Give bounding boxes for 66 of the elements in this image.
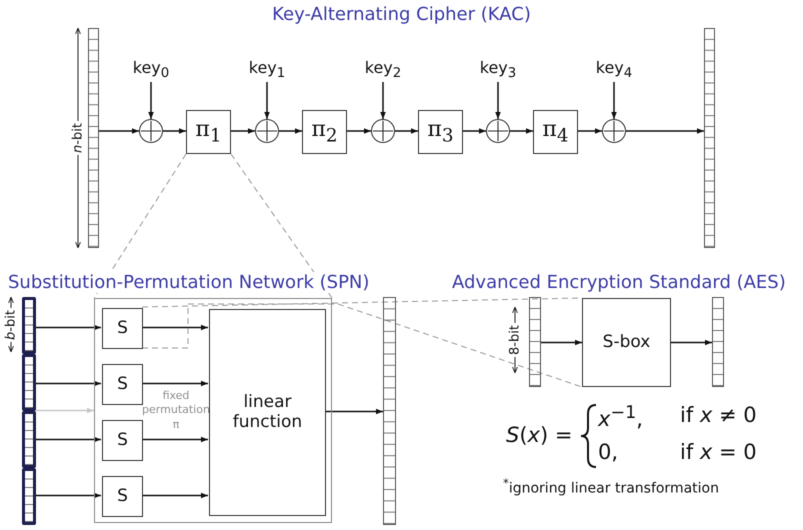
arrow — [325, 408, 383, 414]
permutation-box: π$_{2}$ — [302, 110, 347, 154]
xor-circle — [602, 119, 626, 143]
zoom-line — [94, 154, 186, 298]
arrow — [142, 324, 208, 330]
function-box: S-box — [582, 298, 671, 387]
register-bar — [529, 297, 541, 387]
arrow — [347, 128, 371, 134]
arrow — [148, 82, 154, 119]
arrow — [626, 128, 704, 134]
arrow — [463, 128, 486, 134]
arrow — [36, 492, 101, 498]
formula-text: x$^{−1}$, — [598, 403, 643, 431]
arrow — [36, 436, 101, 442]
arrow — [279, 128, 302, 134]
sbox: S — [102, 420, 143, 461]
key-label: key$_{3}$ — [478, 58, 518, 82]
key-label: key$_{4}$ — [594, 58, 634, 82]
section-title: Advanced Encryption Standard (AES) — [452, 272, 786, 293]
footnote: $^{*}$ignoring linear transformation — [503, 476, 719, 497]
arrow — [541, 340, 582, 346]
xor-circle — [486, 119, 510, 143]
arrow — [99, 128, 139, 134]
sbox: S — [102, 476, 143, 517]
permutation-box: π$_{4}$ — [533, 110, 578, 154]
formula-text: 0, — [598, 440, 618, 464]
xor-circle — [139, 119, 163, 143]
register-bar — [22, 297, 36, 525]
xor-circle — [371, 119, 395, 143]
function-box: linear function — [209, 309, 326, 516]
arrow — [264, 82, 270, 119]
arrow — [380, 82, 386, 119]
sbox: S — [102, 364, 143, 405]
arrow — [611, 82, 617, 119]
key-label: key$_{0}$ — [131, 58, 171, 82]
register-bar — [704, 28, 715, 248]
arrow — [36, 408, 94, 414]
formula-text: S(x) = — [506, 423, 572, 447]
arrow — [163, 128, 186, 134]
arrow — [142, 492, 208, 498]
arrow — [231, 128, 255, 134]
key-label: key$_{2}$ — [363, 58, 403, 82]
register-bar — [712, 297, 724, 387]
zoom-line — [230, 154, 332, 298]
register-bar — [88, 28, 99, 248]
arrow — [36, 324, 101, 330]
key-label: key$_{1}$ — [247, 58, 287, 82]
zoom-line — [142, 304, 582, 388]
formula-text: if x ≠ 0 — [680, 403, 757, 427]
arrow — [495, 82, 501, 119]
arrow — [510, 128, 533, 134]
permutation-box: π$_{3}$ — [418, 110, 463, 154]
permutation-box: π$_{1}$ — [186, 110, 231, 154]
diagram-title: Key-Alternating Cipher (KAC) — [271, 4, 532, 25]
formula-text: if x = 0 — [680, 440, 757, 464]
arrow — [578, 128, 602, 134]
arrow — [36, 380, 101, 386]
arrow — [142, 436, 208, 442]
section-title: Substitution-Permutation Network (SPN) — [8, 272, 370, 293]
arrow — [671, 340, 712, 346]
arrow — [395, 128, 418, 134]
register-bar — [383, 297, 396, 525]
spn-frame — [94, 298, 332, 523]
arrow — [142, 380, 208, 386]
xor-circle — [255, 119, 279, 143]
sbox: S — [102, 308, 143, 349]
